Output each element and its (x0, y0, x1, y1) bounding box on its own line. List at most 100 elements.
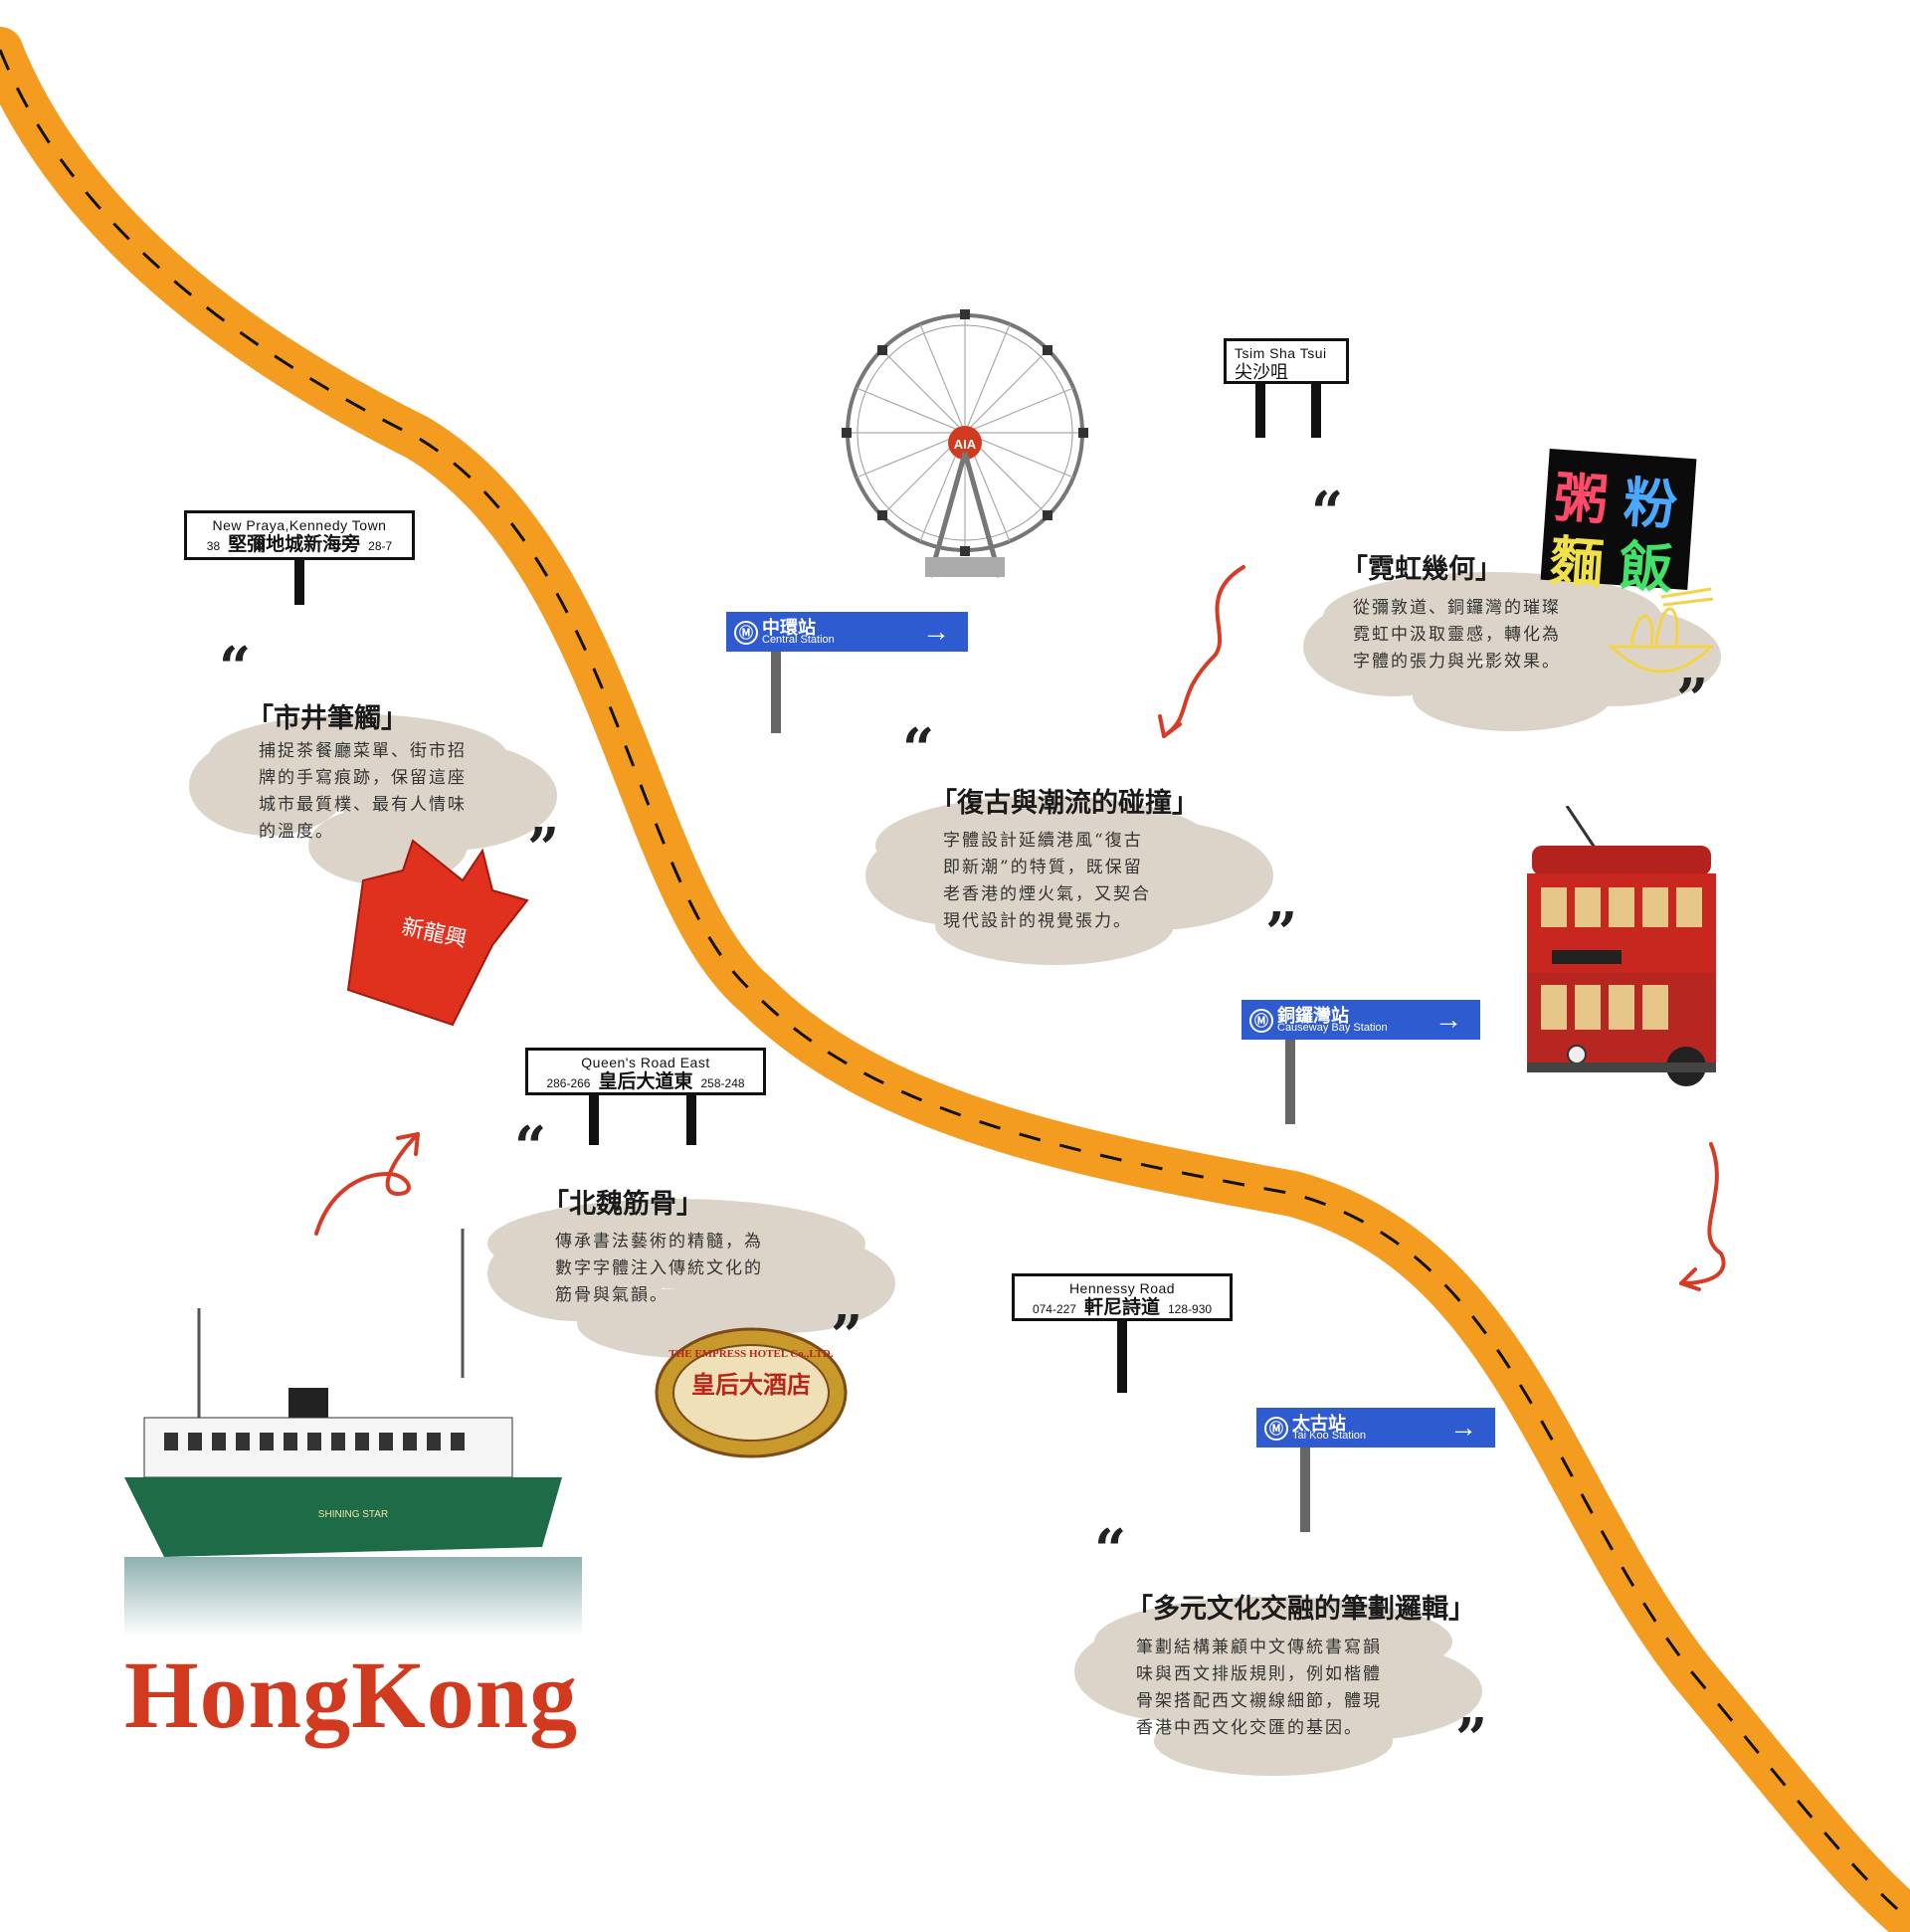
section-desc-weibei: 傳承書法藝術的精髓，為 數字字體注入傳統文化的 筋骨與氣韻。 (555, 1229, 763, 1309)
tram-illustration (1527, 806, 1716, 1086)
mtr-logo-icon: Ⓜ (1264, 1417, 1288, 1441)
arrow-down-right (1679, 1142, 1726, 1285)
arrow-right-icon: → (1449, 1412, 1477, 1443)
sign-queens-road-zh: 皇后大道東 (598, 1071, 693, 1092)
desc-line: 筋骨與氣韻。 (555, 1285, 668, 1305)
mtr-causeway-en: Causeway Bay Station (1277, 1022, 1388, 1034)
desc-line: 香港中西文化交匯的基因。 (1136, 1718, 1363, 1738)
sign-queens-road: Queen's Road East 286-266 皇后大道東 258-248 (525, 1048, 766, 1095)
arrow-right-icon: → (1434, 1004, 1462, 1035)
sign-post (1255, 384, 1265, 438)
section-title-street: 「市井筆觸」 (247, 703, 408, 734)
sign-hennessy-num-left: 074-227 (1032, 1302, 1076, 1316)
mtr-logo-icon: Ⓜ (734, 621, 758, 645)
hotel-zh-text: 皇后大酒店 (691, 1370, 811, 1399)
noodle-bowl-icon (1608, 587, 1715, 674)
section-title-neon: 「霓虹幾何」 (1341, 554, 1502, 585)
desc-line: 即新潮”的特質，既保留 (943, 858, 1143, 877)
red-bag-illustration: 新龍興 (346, 839, 529, 1027)
cloud-retro (865, 796, 1273, 965)
desc-line: 捕捉茶餐廳菜單、街市招 (259, 741, 467, 761)
sign-kennedy-town-en: New Praya,Kennedy Town (212, 517, 387, 533)
ferris-wheel-illustration: AIA (842, 309, 1088, 578)
close-quote-icon: ” (1265, 900, 1298, 966)
arrow-down-center (1162, 565, 1245, 738)
desc-line: 現代設計的視覺張力。 (943, 911, 1132, 931)
desc-line: 味與西文排版規則，例如楷體 (1136, 1664, 1382, 1684)
sign-kennedy-town-zh: 堅彌地城新海旁 (228, 534, 361, 555)
close-quote-icon: ” (831, 1303, 863, 1369)
open-quote-icon: “ (219, 635, 252, 700)
cloud-neon (1303, 572, 1721, 731)
road-centerline (0, 49, 1910, 1922)
section-title-weibei: 「北魏筋骨」 (542, 1189, 703, 1220)
ferris-wheel-label: AIA (954, 437, 977, 452)
sign-kennedy-town-num-left: 38 (206, 539, 221, 553)
sign-post (1311, 384, 1321, 438)
sign-post (1117, 1321, 1127, 1393)
open-quote-icon: “ (1094, 1517, 1127, 1583)
mtr-sign-central: Ⓜ 中環站 Central Station → (726, 612, 968, 652)
sign-tst-zh: 尖沙咀 (1235, 362, 1288, 382)
sign-post (1285, 1040, 1295, 1124)
sign-tst-en: Tsim Sha Tsui (1235, 345, 1327, 361)
close-quote-icon: ” (1455, 1706, 1488, 1772)
mtr-taikoo-en: Tai Koo Station (1292, 1430, 1366, 1442)
sign-post (589, 1095, 599, 1145)
desc-line: 骨架搭配西文襯線細節，體現 (1136, 1691, 1382, 1711)
sign-post (294, 560, 304, 605)
sign-kennedy-town-num-right: 28-7 (368, 539, 393, 553)
mtr-causeway-zh: 銅鑼灣站 (1277, 1006, 1349, 1026)
mtr-logo-icon: Ⓜ (1249, 1009, 1273, 1033)
cloud-weibei (487, 1199, 895, 1358)
sign-queens-road-num-right: 258-248 (700, 1076, 745, 1090)
close-quote-icon: ” (527, 816, 560, 881)
section-title-retro: 「復古與潮流的碰撞」 (930, 788, 1199, 819)
desc-line: 牌的手寫痕跡，保留這座 (259, 768, 467, 788)
sign-post (1300, 1448, 1310, 1532)
desc-line: 霓虹中汲取靈感，轉化為 (1353, 625, 1561, 645)
desc-line: 數字字體注入傳統文化的 (555, 1258, 763, 1278)
sign-hennessy-zh: 軒尼詩道 (1083, 1297, 1160, 1318)
desc-line: 字體的張力與光影效果。 (1353, 652, 1561, 672)
sign-hennessy-en: Hennessy Road (1068, 1280, 1176, 1296)
section-desc-street: 捕捉茶餐廳菜單、街市招 牌的手寫痕跡，保留這座 城市最質樸、最有人情味 的溫度。 (259, 738, 467, 846)
section-desc-multi: 筆劃結構兼顧中文傳統書寫韻 味與西文排版規則，例如楷體 骨架搭配西文襯線細節，體… (1136, 1635, 1382, 1742)
sign-queens-road-en: Queen's Road East (581, 1055, 710, 1070)
open-quote-icon: “ (514, 1114, 547, 1180)
sign-queens-road-num-left: 286-266 (546, 1076, 591, 1090)
desc-line: 筆劃結構兼顧中文傳統書寫韻 (1136, 1638, 1382, 1657)
page-title: HongKong (124, 1642, 579, 1748)
mtr-sign-causeway-bay: Ⓜ 銅鑼灣站 Causeway Bay Station → (1242, 1000, 1480, 1040)
sign-kennedy-town: New Praya,Kennedy Town 38 堅彌地城新海旁 28-7 (184, 510, 415, 560)
mtr-sign-tai-koo: Ⓜ 太古站 Tai Koo Station → (1256, 1408, 1495, 1448)
desc-line: 城市最質樸、最有人情味 (259, 795, 467, 815)
neon-sign-illustration: 粥 粉 麵 飯 (1540, 448, 1697, 601)
section-desc-neon: 從彌敦道、銅鑼灣的璀璨 霓虹中汲取靈感，轉化為 字體的張力與光影效果。 (1353, 595, 1561, 676)
cloud-multi (1074, 1597, 1482, 1776)
hotel-label-text: THE EMPRESS HOTEL Co.,LTD. (668, 1348, 834, 1360)
arrow-up-left (314, 1132, 420, 1236)
desc-line: 傳承書法藝術的精髓，為 (555, 1232, 763, 1252)
arrow-right-icon: → (922, 616, 950, 647)
open-quote-icon: “ (1311, 480, 1344, 545)
close-quote-icon: ” (1676, 667, 1709, 732)
neon-char-3: 麵 (1547, 529, 1606, 596)
desc-line: 字體設計延續港風“復古 (943, 831, 1143, 851)
cloud-street (189, 714, 557, 885)
hotel-label-illustration: THE EMPRESS HOTEL Co.,LTD. 皇后大酒店 (655, 1327, 848, 1458)
mtr-central-zh: 中環站 (762, 618, 816, 638)
desc-line: 老香港的煙火氣，又契合 (943, 884, 1151, 904)
open-quote-icon: “ (902, 716, 935, 782)
sign-hennessy-num-right: 128-930 (1168, 1302, 1213, 1316)
sign-post (771, 652, 781, 733)
ferry-illustration: SHINING STAR (124, 1229, 582, 1637)
section-title-multi: 「多元文化交融的筆劃邏輯」 (1126, 1594, 1475, 1625)
desc-line: 的溫度。 (259, 822, 334, 842)
desc-line: 從彌敦道、銅鑼灣的璀璨 (1353, 598, 1561, 618)
mtr-central-en: Central Station (762, 634, 835, 646)
mtr-taikoo-zh: 太古站 (1292, 1414, 1346, 1434)
ferry-name: SHINING STAR (318, 1509, 388, 1520)
